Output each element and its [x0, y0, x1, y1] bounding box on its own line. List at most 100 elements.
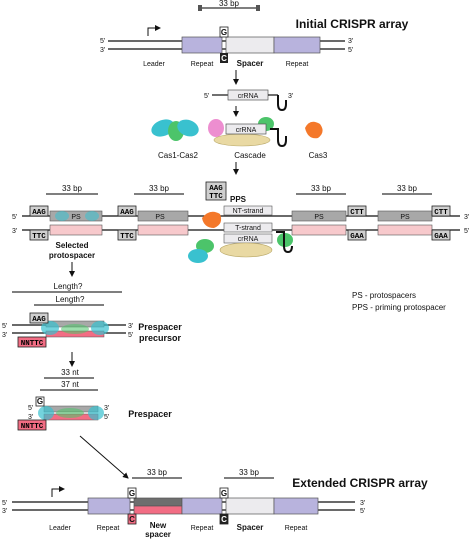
svg-text:GAA: GAA [350, 233, 364, 241]
extended-array-title: Extended CRISPR array [292, 476, 428, 490]
svg-text:37 nt: 37 nt [61, 380, 80, 389]
repeat-label: Repeat [191, 61, 214, 68]
svg-text:3': 3' [12, 228, 17, 235]
bp-label: 33 bp [219, 0, 240, 8]
svg-text:PS - protospacers: PS - protospacers [352, 291, 416, 300]
svg-text:33 bp: 33 bp [239, 468, 260, 477]
crrna-transcript: 5' crRNA 3' [204, 89, 293, 112]
svg-text:Repeat: Repeat [97, 525, 120, 532]
svg-text:NNTTC: NNTTC [21, 423, 44, 431]
svg-text:AAG: AAG [32, 209, 46, 217]
svg-text:3': 3' [28, 414, 33, 421]
svg-text:3': 3' [348, 38, 353, 45]
svg-text:Prespacer: Prespacer [128, 409, 172, 419]
svg-text:CTT: CTT [434, 209, 448, 217]
svg-text:Cas3: Cas3 [309, 151, 328, 160]
svg-text:New: New [150, 521, 167, 530]
leader-label: Leader [143, 61, 165, 68]
svg-text:3': 3' [464, 214, 469, 221]
svg-text:5': 5' [204, 93, 209, 100]
svg-text:PS: PS [400, 214, 410, 221]
svg-text:G: G [37, 397, 43, 406]
svg-text:precursor: precursor [139, 333, 182, 343]
svg-text:PS: PS [155, 214, 165, 221]
svg-text:C: C [129, 515, 135, 524]
svg-text:PPS - priming protospacer: PPS - priming protospacer [352, 303, 446, 312]
svg-text:C: C [221, 515, 227, 524]
svg-text:spacer: spacer [145, 530, 171, 539]
svg-text:Length?: Length? [56, 295, 85, 304]
svg-text:NNTTC: NNTTC [21, 340, 44, 348]
spacer [225, 36, 275, 54]
initial-array: 33 bp Initial CRISPR array 5' 3' 3' 5' G… [100, 0, 409, 68]
svg-text:3': 3' [128, 323, 133, 330]
svg-text:Repeat: Repeat [191, 525, 214, 532]
svg-text:Cas1-Cas2: Cas1-Cas2 [158, 151, 199, 160]
svg-text:3': 3' [2, 332, 7, 339]
extended-array: 33 bp 33 bp Extended CRISPR array 5' 3' … [2, 468, 428, 539]
spacer-label: Spacer [237, 59, 264, 68]
svg-text:GAA: GAA [434, 233, 448, 241]
svg-text:33 bp: 33 bp [149, 184, 170, 193]
svg-text:Repeat: Repeat [285, 525, 308, 532]
svg-text:Selected: Selected [56, 241, 89, 250]
svg-text:33 bp: 33 bp [311, 184, 332, 193]
svg-text:5': 5' [2, 500, 7, 507]
svg-text:33 bp: 33 bp [397, 184, 418, 193]
promoter-arrow [147, 25, 161, 36]
repeat-label: Repeat [286, 61, 309, 68]
svg-text:Leader: Leader [49, 525, 71, 532]
svg-text:5': 5' [12, 214, 17, 221]
svg-text:NT-strand: NT-strand [233, 208, 264, 215]
svg-text:PS: PS [314, 214, 324, 221]
svg-text:3': 3' [100, 47, 105, 54]
svg-text:AAG: AAG [32, 316, 46, 324]
svg-text:PS: PS [71, 214, 81, 221]
svg-text:3': 3' [288, 93, 293, 100]
svg-text:3': 3' [360, 500, 365, 507]
target-dna: 33 bp 33 bp 33 bp 33 bp 5' 3' 3' 5' PS A… [12, 181, 469, 263]
svg-text:5': 5' [104, 414, 109, 421]
svg-text:protospacer: protospacer [49, 251, 95, 260]
svg-text:5': 5' [348, 47, 353, 54]
hairpin [277, 95, 287, 112]
svg-text:Cascade: Cascade [234, 151, 266, 160]
cas1-cas2-complex: Cas1-Cas2 [151, 119, 199, 160]
initial-array-title: Initial CRISPR array [296, 17, 409, 31]
svg-text:3': 3' [2, 508, 7, 515]
svg-text:AAG: AAG [209, 185, 223, 193]
svg-text:33 nt: 33 nt [61, 368, 80, 377]
legend: PS - protospacers PPS - priming protospa… [352, 291, 446, 312]
g-box [219, 26, 229, 38]
cascade-complex: crRNA Cascade [208, 117, 287, 160]
cas3-protein: Cas3 [305, 121, 328, 160]
prespacer: 33 nt 37 nt G NNTTC 5' 3' 3' 5' Prespace… [17, 368, 172, 431]
svg-text:C: C [221, 54, 227, 63]
svg-text:crRNA: crRNA [238, 93, 259, 100]
svg-text:G: G [221, 489, 227, 498]
svg-text:Length?: Length? [54, 282, 83, 291]
svg-text:G: G [129, 489, 135, 498]
svg-text:5': 5' [464, 228, 469, 235]
svg-text:T-strand: T-strand [235, 225, 261, 232]
svg-text:CTT: CTT [350, 209, 364, 217]
svg-text:Prespacer: Prespacer [138, 322, 182, 332]
prespacer-precursor: Length? Length? 5' 3' 3' 5' AAG NNTTC Pr… [2, 282, 182, 348]
repeat-1 [181, 36, 223, 54]
svg-text:Spacer: Spacer [237, 523, 264, 532]
svg-text:crRNA: crRNA [236, 127, 257, 134]
svg-text:5': 5' [28, 405, 33, 412]
svg-text:TTC: TTC [32, 233, 46, 241]
svg-text:G: G [221, 28, 227, 37]
svg-text:TTC: TTC [209, 193, 223, 201]
repeat-2 [273, 36, 321, 54]
svg-text:AAG: AAG [120, 209, 134, 217]
svg-text:5': 5' [360, 508, 365, 515]
svg-text:5': 5' [2, 323, 7, 330]
svg-text:5': 5' [100, 38, 105, 45]
svg-text:3': 3' [104, 405, 109, 412]
arrow-diagonal [79, 435, 129, 479]
svg-text:PPS: PPS [230, 195, 247, 204]
